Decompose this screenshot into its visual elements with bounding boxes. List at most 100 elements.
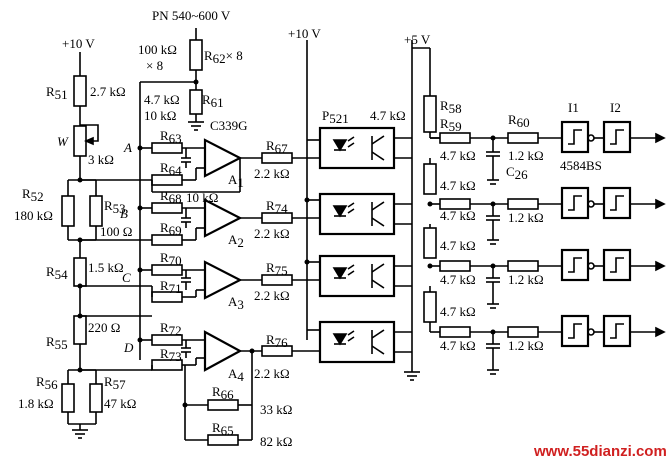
value-1k2-1: 1.2 kΩ: [508, 148, 544, 163]
node-a: A: [123, 140, 132, 155]
node-d: D: [123, 340, 134, 355]
value-4k7-3: 4.7 kΩ: [440, 208, 476, 223]
value-4k7-4: 4.7 kΩ: [440, 238, 476, 253]
schmitt-i1: [560, 120, 590, 154]
node-b: B: [120, 206, 128, 221]
rail-label-5v: +5 V: [404, 32, 431, 47]
schmitt-ch4-b: [602, 314, 632, 348]
optocoupler-1: [318, 126, 396, 170]
value-r65: 82 kΩ: [260, 434, 292, 449]
resistor-r56: [61, 383, 75, 413]
resistor-pullup-3: [423, 227, 437, 259]
value-4k7-7: 4.7 kΩ: [440, 338, 476, 353]
label-r67: R67: [266, 138, 288, 156]
schmitt-ch2-b: [602, 186, 632, 220]
value-4k7-6: 4.7 kΩ: [440, 304, 476, 319]
output-channel-4: [429, 314, 666, 375]
resistor-pullup-4: [423, 291, 437, 323]
rail-label-mid: +10 V: [288, 26, 321, 41]
label-r61: R61: [202, 92, 224, 110]
value-r57: 47 kΩ: [104, 396, 136, 411]
label-r64: R64: [160, 160, 182, 178]
optocoupler-box: [318, 192, 396, 236]
resistor-r59: [439, 132, 471, 144]
label-r51: R51: [46, 84, 68, 102]
resistor-r55: [73, 315, 87, 345]
resistor-pullup-2: [423, 163, 437, 195]
value-r66: 33 kΩ: [260, 402, 292, 417]
value-feedback-10k: 10 kΩ: [186, 190, 218, 205]
optocoupler-box: [318, 126, 396, 170]
value-r62: 100 kΩ: [138, 42, 177, 57]
output-channel-3: [427, 248, 666, 309]
label-r60: R60: [508, 112, 530, 130]
label-c339g: C339G: [210, 118, 248, 133]
watermark: www.55dianzi.com: [533, 443, 667, 460]
rail-label-left: +10 V: [62, 36, 95, 51]
label-r76: R76: [266, 332, 288, 350]
pullup-network: [412, 47, 440, 323]
resistor-r54: [73, 257, 87, 287]
label-i1: I1: [568, 100, 579, 115]
label-r66: R66: [212, 384, 234, 402]
label-a1: A1: [228, 172, 244, 190]
value-r61b: 10 kΩ: [144, 108, 176, 123]
comparator-stage-1: [137, 138, 324, 193]
value-r53: 100 Ω: [100, 224, 132, 239]
comparator-a2: [203, 198, 243, 238]
value-r55: 220 Ω: [88, 320, 120, 335]
label-r72: R72: [160, 320, 182, 338]
rail-label-pn: PN 540~600 V: [152, 8, 231, 23]
resistor-r58: [423, 95, 437, 133]
label-r74: R74: [266, 198, 288, 216]
value-4k7-1: 4.7 kΩ: [440, 148, 476, 163]
ground-symbol: [72, 429, 88, 439]
value-r76: 2.2 kΩ: [254, 366, 290, 381]
label-a4: A4: [228, 366, 244, 384]
label-r53: R53: [104, 198, 126, 216]
pn-divider: [139, 28, 204, 360]
output-channel-2: [427, 186, 666, 245]
label-r68: R68: [160, 188, 182, 206]
optocoupler-3: [318, 254, 396, 298]
comparator-a1: [203, 138, 243, 178]
value-r67: 2.2 kΩ: [254, 166, 290, 181]
label-r62: R62× 8: [204, 48, 243, 66]
label-r73: R73: [160, 346, 182, 364]
schmitt-ch3-a: [560, 248, 590, 282]
label-a2: A2: [228, 232, 244, 250]
resistor-r62: [189, 39, 203, 71]
resistor-4k7-ch3: [439, 260, 471, 272]
schmitt-ch4-a: [560, 314, 590, 348]
value-w: 3 kΩ: [88, 152, 114, 167]
label-r63: R63: [160, 128, 182, 146]
optocoupler-2: [318, 192, 396, 236]
comparator-a4: [203, 330, 243, 372]
label-r71: R71: [160, 278, 182, 296]
label-r54: R54: [46, 264, 68, 282]
value-r54: 1.5 kΩ: [88, 260, 124, 275]
comparator-stage-4: [137, 330, 324, 446]
resistor-r51: [73, 75, 87, 107]
node-c: C: [122, 270, 131, 285]
optocoupler-box: [318, 254, 396, 298]
comparator-stage-2: [137, 198, 324, 246]
schmitt-ch3-b: [602, 248, 632, 282]
value-4k7-2: 4.7 kΩ: [440, 178, 476, 193]
label-r55: R55: [46, 334, 68, 352]
label-r56: R56: [36, 374, 58, 392]
value-r74: 2.2 kΩ: [254, 226, 290, 241]
resistor-r61: [189, 89, 203, 115]
label-r75: R75: [266, 260, 288, 278]
value-pullup-47: 4.7 kΩ: [370, 108, 406, 123]
value-r56: 1.8 kΩ: [18, 396, 54, 411]
value-1k2-2: 1.2 kΩ: [508, 210, 544, 225]
resistor-r57: [89, 383, 103, 413]
label-r59: R59: [440, 116, 462, 134]
output-channel-1: [430, 120, 666, 185]
label-r58: R58: [440, 98, 462, 116]
optocoupler-4: [318, 320, 396, 364]
label-r70: R70: [160, 250, 182, 268]
comparator-stage-3: [137, 260, 324, 303]
